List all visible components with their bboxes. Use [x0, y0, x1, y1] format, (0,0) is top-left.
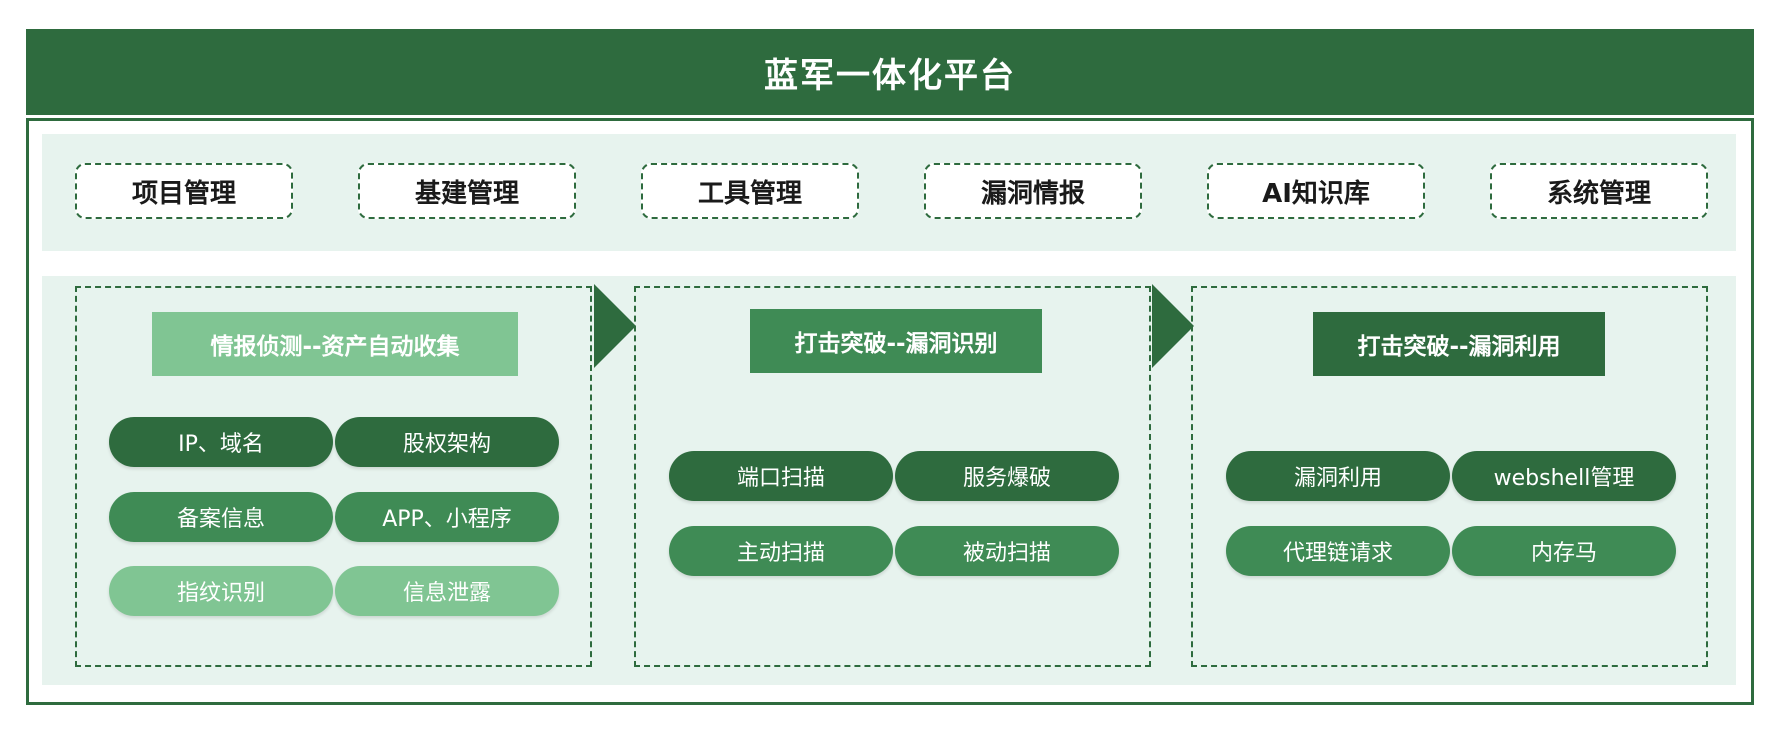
nav-band: [42, 134, 1736, 251]
item-memory-shell[interactable]: 内存马: [1452, 526, 1676, 576]
flow-arrow-icon: [594, 284, 636, 368]
nav-item-infrastructure-management[interactable]: 基建管理: [358, 163, 576, 219]
flow-arrow-icon: [1152, 284, 1194, 368]
item-proxy-chain-request[interactable]: 代理链请求: [1226, 526, 1450, 576]
item-equity-structure[interactable]: 股权架构: [335, 417, 559, 467]
item-webshell-management[interactable]: webshell管理: [1452, 451, 1676, 501]
nav-item-system-management[interactable]: 系统管理: [1490, 163, 1708, 219]
nav-item-tool-management[interactable]: 工具管理: [641, 163, 859, 219]
stage-panel-recon: [75, 286, 592, 667]
item-port-scan[interactable]: 端口扫描: [669, 451, 893, 501]
stage-panel-vuln-identification: [634, 286, 1151, 667]
item-service-bruteforce[interactable]: 服务爆破: [895, 451, 1119, 501]
item-information-leak[interactable]: 信息泄露: [335, 566, 559, 616]
nav-item-vulnerability-intel[interactable]: 漏洞情报: [924, 163, 1142, 219]
item-app-miniprogram[interactable]: APP、小程序: [335, 492, 559, 542]
stage-panel-vuln-exploitation: [1191, 286, 1708, 667]
nav-item-ai-knowledge-base[interactable]: AI知识库: [1207, 163, 1425, 219]
item-active-scan[interactable]: 主动扫描: [669, 526, 893, 576]
item-passive-scan[interactable]: 被动扫描: [895, 526, 1119, 576]
item-vuln-exploit[interactable]: 漏洞利用: [1226, 451, 1450, 501]
platform-title: 蓝军一体化平台: [26, 29, 1754, 115]
item-ip-domain[interactable]: IP、域名: [109, 417, 333, 467]
item-icp-info[interactable]: 备案信息: [109, 492, 333, 542]
stage-title-vuln-identification: 打击突破--漏洞识别: [750, 309, 1042, 373]
stage-title-recon: 情报侦测--资产自动收集: [152, 312, 518, 376]
item-fingerprint-identification[interactable]: 指纹识别: [109, 566, 333, 616]
stage-title-vuln-exploitation: 打击突破--漏洞利用: [1313, 312, 1605, 376]
nav-item-project-management[interactable]: 项目管理: [75, 163, 293, 219]
